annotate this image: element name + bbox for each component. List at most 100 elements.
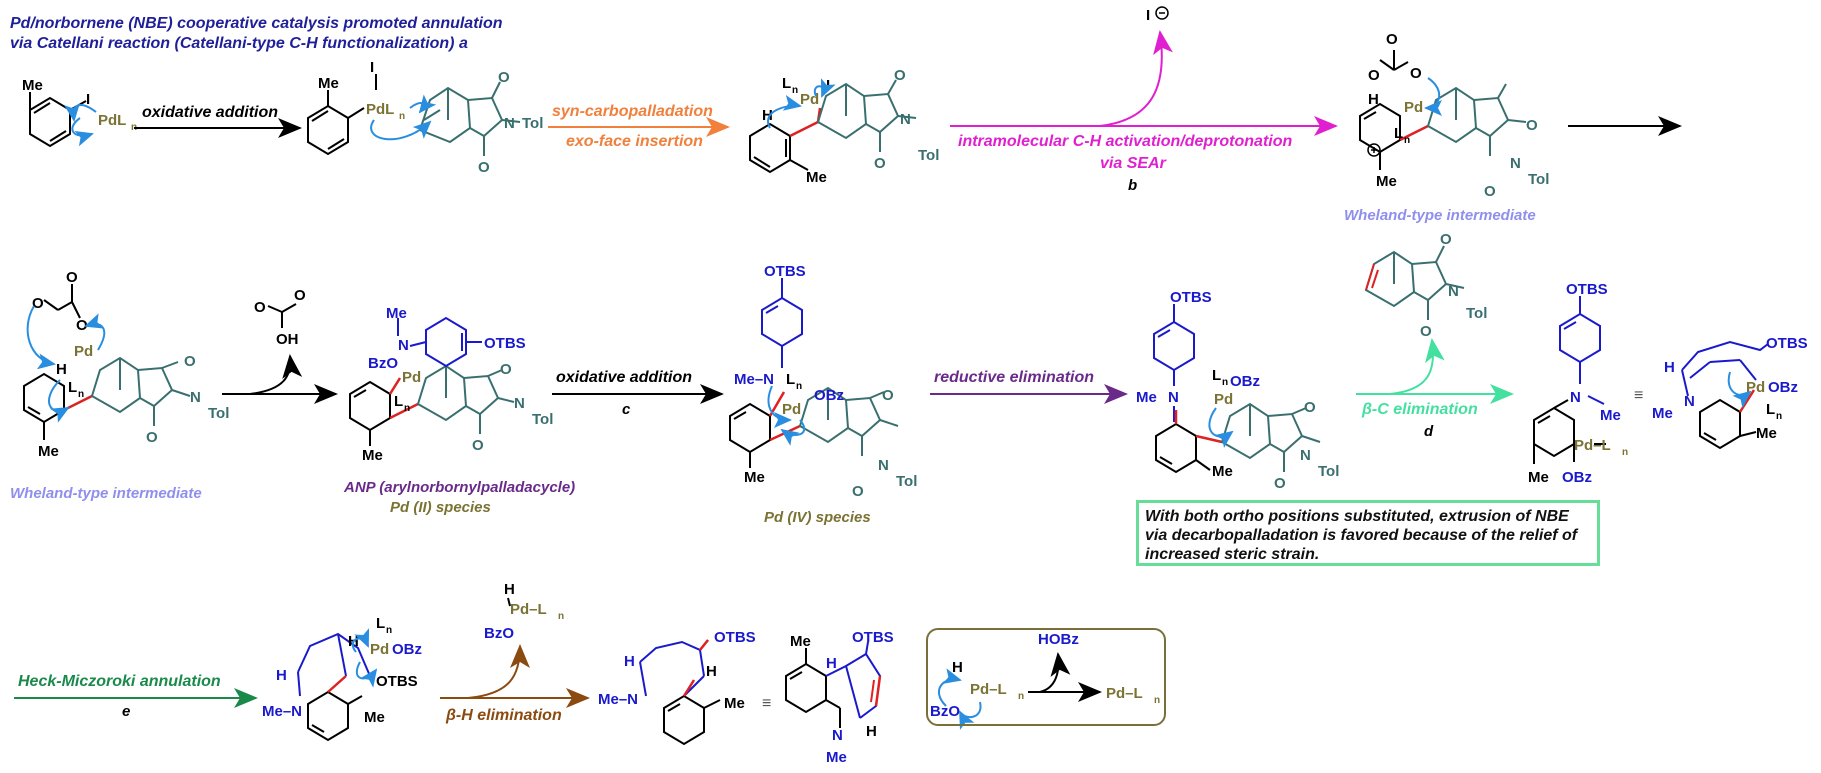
minus-charge-icon [1155, 6, 1169, 20]
ln-label: L [782, 75, 791, 92]
ln-label: L [1766, 401, 1775, 418]
me-label: Me [38, 443, 59, 460]
oxygen-label: O [498, 69, 510, 86]
oxygen-label: O [1484, 183, 1496, 200]
ln-subscript: n [1622, 447, 1628, 458]
pd4-aryl-structure [729, 402, 771, 468]
me-n-label: Me–N [734, 371, 774, 388]
alkene-bond [1365, 263, 1375, 291]
oxygen-label: O [1420, 323, 1432, 340]
obz-label: OBz [392, 641, 422, 658]
catalyst-regeneration-box [926, 628, 1166, 726]
curved-arrow-icon [767, 95, 802, 129]
pdln-label: PdL [98, 112, 126, 129]
curved-arrow-icon [48, 379, 70, 423]
tetrahydroquinoline-structure [307, 690, 363, 742]
oxygen-label: O [1304, 399, 1316, 416]
me-label: Me [364, 709, 385, 726]
carbopalladated-structure [749, 122, 809, 174]
curved-arrow-icon [64, 103, 97, 122]
me-n-label: Me–N [598, 691, 638, 708]
species-wheland-1: Wheland-type intermediate [1344, 207, 1536, 224]
h-label: H [762, 107, 773, 124]
leaving-arrow [1039, 652, 1071, 693]
nitrogen-label: N [1448, 283, 1459, 300]
step-e: e [122, 703, 130, 720]
oxygen-label: O [254, 299, 266, 316]
aryl-structure [1533, 399, 1606, 464]
step-exo-face-insertion: exo-face insertion [566, 133, 703, 150]
h-label: H [952, 659, 963, 676]
step-beta-c-elimination: β-C elimination [1361, 401, 1478, 418]
new-bond [1399, 124, 1429, 142]
step-reductive-elimination: reductive elimination [934, 369, 1094, 386]
otbs-label: OTBS [764, 263, 806, 280]
me-label: Me [806, 169, 827, 186]
norbornane-imide-structure [416, 364, 515, 434]
curved-arrow-icon [71, 117, 94, 147]
nitrogen-label: N [1300, 447, 1311, 464]
step-via-sear: via SEAr [1100, 155, 1167, 172]
step-oxidative-addition: oxidative addition [142, 104, 278, 121]
h-label: H [826, 655, 837, 672]
h-label: H [866, 723, 877, 740]
iodine-label: I [826, 77, 830, 94]
oxygen-label: O [478, 159, 490, 176]
species-pd4: Pd (IV) species [764, 509, 871, 526]
enol-ether-ring-structure [1153, 304, 1195, 422]
ln-label: L [394, 393, 403, 410]
me-label: Me [1212, 463, 1233, 480]
otbs-label: OTBS [376, 673, 418, 690]
nitrogen-label: N [832, 727, 843, 744]
oxygen-label: O [32, 295, 44, 312]
h-label: H [56, 361, 67, 378]
nitrogen-label: N [398, 337, 409, 354]
nitrogen-label: N [514, 395, 525, 412]
hobz-label: HOBz [1038, 631, 1079, 648]
me-label: Me [386, 305, 407, 322]
me-label: Me [1528, 469, 1549, 486]
step-c: c [622, 401, 631, 418]
plus-charge-icon [1367, 143, 1381, 157]
step-heck-annulation: Heck-Miczoroki annulation [18, 673, 221, 690]
new-bond [388, 377, 402, 395]
pd-ln-label: Pd–L [970, 681, 1007, 698]
ln-subscript: n [399, 111, 405, 122]
pd-ln-label: Pd–L [510, 601, 547, 618]
norbornane-imide-structure [90, 356, 191, 426]
bridged-pd-structure [1699, 398, 1757, 450]
curved-arrow-icon [355, 661, 378, 688]
curved-arrow-icon [767, 385, 792, 428]
otbs-label: OTBS [852, 629, 894, 646]
bicarbonate-structure [267, 303, 297, 328]
oxygen-label: O [184, 353, 196, 370]
new-bond [389, 402, 419, 420]
iodine-label: I [86, 91, 90, 108]
h-label: H [706, 663, 717, 680]
oxygen-label: O [1274, 475, 1286, 492]
curved-arrow-icon [351, 628, 370, 653]
nitrogen-label: N [190, 389, 201, 406]
obz-label: OBz [814, 387, 844, 404]
tol-label: Tol [896, 473, 917, 490]
ln-subscript: n [1018, 691, 1024, 702]
bridged-ring-structure [639, 639, 709, 697]
leaving-arrow [1389, 338, 1445, 395]
carbonate-structure [1379, 50, 1409, 71]
bzo-label: BzO [368, 355, 398, 372]
me-label: Me [1600, 407, 1621, 424]
ln-subscript: n [792, 85, 798, 96]
curved-arrow-icon [84, 313, 106, 351]
nitrogen-label: N [1684, 393, 1695, 410]
otbs-label: OTBS [484, 335, 526, 352]
me-label: Me [826, 749, 847, 766]
otbs-label: OTBS [1566, 281, 1608, 298]
oxygen-label: O [66, 269, 78, 286]
obz-label: OBz [1768, 379, 1798, 396]
obz-label: OBz [1562, 469, 1592, 486]
curved-arrow-icon [26, 305, 56, 370]
pd-label: Pd [1214, 391, 1233, 408]
pd-ln-label: Pd–L [1574, 437, 1611, 454]
norbornane-imide-structure [816, 79, 917, 152]
curved-arrow-icon [813, 78, 836, 98]
